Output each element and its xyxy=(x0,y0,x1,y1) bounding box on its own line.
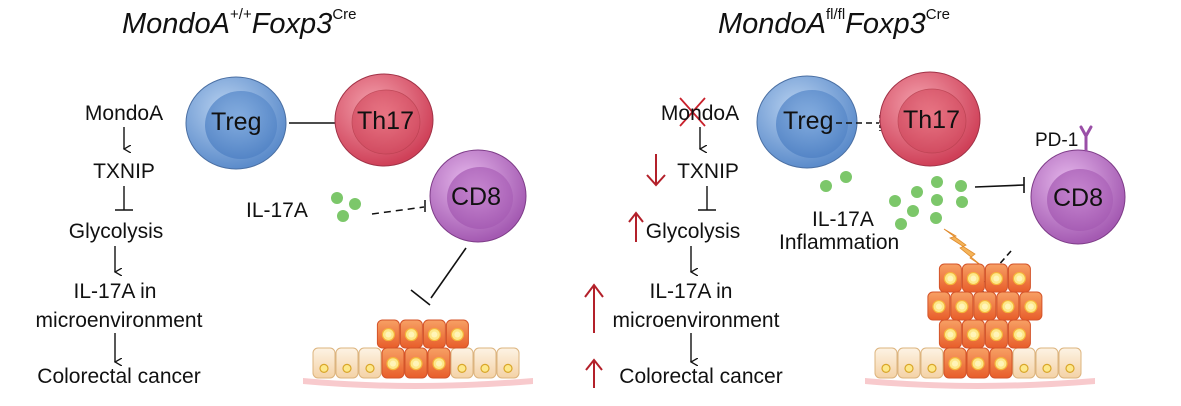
normal-epithelial-cell xyxy=(874,347,898,379)
right-cd8-label: CD8 xyxy=(1053,184,1104,212)
normal-epithelial-cell xyxy=(312,347,336,379)
left-cd8-tumor-inhibition xyxy=(410,247,467,306)
right-il17a-dots xyxy=(820,171,968,230)
tumor-cell xyxy=(989,347,1013,379)
pd1-receptor-icon xyxy=(1079,125,1093,152)
tumor-cell xyxy=(404,347,428,379)
tumor-cell xyxy=(996,291,1020,321)
tumor-cell xyxy=(961,319,985,349)
normal-epithelial-cell xyxy=(920,347,944,379)
left-panel-title: MondoA+/+Foxp3Cre xyxy=(122,6,357,41)
title-driver: Foxp3 xyxy=(845,8,926,40)
tumor-cell xyxy=(984,319,1008,349)
tumor-cell xyxy=(966,347,990,379)
left-il17a-dots xyxy=(331,192,361,222)
il17a-micro-up-arrow-icon xyxy=(584,283,604,333)
tumor-cell xyxy=(1007,319,1031,349)
right-th17-cell xyxy=(879,71,981,167)
left-th17-cell xyxy=(334,73,434,167)
inflammation-lightning-icon xyxy=(943,228,983,267)
normal-epithelial-cell xyxy=(335,347,359,379)
normal-epithelial-cell xyxy=(473,347,497,379)
tumor-cell xyxy=(943,347,967,379)
tumor-cell xyxy=(427,347,451,379)
tumor-cell xyxy=(381,347,405,379)
right-tumor-tissue xyxy=(865,263,1095,389)
tumor-cell xyxy=(938,263,962,293)
left-pathway-mondoa: MondoA xyxy=(84,102,164,125)
left-il17a-cd8-dashed-inhibition xyxy=(371,200,426,215)
tumor-cell xyxy=(927,291,951,321)
pd1-label: PD-1 xyxy=(1035,130,1079,151)
left-treg-label: Treg xyxy=(211,108,262,136)
left-pathway-glycolysis: Glycolysis xyxy=(68,220,164,243)
right-pathway-colorectal-cancer: Colorectal cancer xyxy=(619,365,783,388)
glycolysis-up-arrow-icon xyxy=(628,211,644,242)
left-pathway-il17a-in: IL-17A in xyxy=(73,280,157,303)
inflammation-label: Inflammation xyxy=(779,231,900,254)
normal-epithelial-cell xyxy=(897,347,921,379)
title-allele: +/+ xyxy=(230,6,252,23)
right-il17a-cd8-inhibition xyxy=(974,177,1025,193)
left-pathway-connectors xyxy=(115,127,133,362)
normal-epithelial-cell xyxy=(450,347,474,379)
normal-epithelial-cell xyxy=(358,347,382,379)
right-pathway-connectors xyxy=(691,127,716,362)
tumor-cell xyxy=(1007,263,1031,293)
left-tumor-tissue xyxy=(303,319,533,389)
title-gene: MondoA xyxy=(122,8,231,40)
left-treg-cell xyxy=(185,76,287,170)
title-driver-sup: Cre xyxy=(332,6,357,23)
mondoa-deletion-cross-icon xyxy=(679,97,706,127)
right-treg-cell xyxy=(756,75,858,169)
tumor-cell xyxy=(961,263,985,293)
tumor-cell xyxy=(376,319,400,349)
normal-epithelial-cell xyxy=(1035,347,1059,379)
right-pathway-il17a-in: IL-17A in xyxy=(649,280,733,303)
right-pathway-glycolysis: Glycolysis xyxy=(645,220,741,243)
left-pathway-colorectal-cancer: Colorectal cancer xyxy=(37,365,201,388)
right-change-arrows xyxy=(584,154,666,388)
left-treg-th17-inhibition xyxy=(289,115,338,131)
title-gene: MondoA xyxy=(718,8,827,40)
tumor-cell xyxy=(445,319,469,349)
right-cd8-cell xyxy=(1030,149,1126,245)
normal-epithelial-cell xyxy=(1058,347,1082,379)
tumor-cell xyxy=(938,319,962,349)
title-driver: Foxp3 xyxy=(251,8,333,40)
left-pathway-txnip: TXNIP xyxy=(93,160,155,183)
left-il17a-label: IL-17A xyxy=(246,199,308,222)
left-pathway-microenvironment: microenvironment xyxy=(35,309,203,332)
right-panel-title: MondoAfl/flFoxp3Cre xyxy=(718,6,950,41)
left-cd8-cell xyxy=(429,149,527,243)
basement-membrane xyxy=(303,378,533,389)
left-th17-label: Th17 xyxy=(357,107,414,135)
tumor-cell xyxy=(984,263,1008,293)
right-treg-label: Treg xyxy=(783,107,834,135)
tumor-cell xyxy=(399,319,423,349)
crc-up-arrow-icon xyxy=(585,358,603,388)
right-pathway-txnip: TXNIP xyxy=(677,160,739,183)
tumor-cell xyxy=(950,291,974,321)
left-cd8-label: CD8 xyxy=(451,183,502,211)
right-il17a-label: IL-17A xyxy=(812,208,874,231)
title-allele: fl/fl xyxy=(826,6,846,23)
normal-epithelial-cell xyxy=(496,347,520,379)
normal-epithelial-cell xyxy=(1012,347,1036,379)
tumor-cell xyxy=(422,319,446,349)
tumor-cell xyxy=(973,291,997,321)
title-driver-sup: Cre xyxy=(925,6,950,23)
txnip-down-arrow-icon xyxy=(646,154,666,187)
right-pathway-microenvironment: microenvironment xyxy=(612,309,780,332)
tumor-cell xyxy=(1019,291,1043,321)
right-th17-label: Th17 xyxy=(903,106,960,134)
right-pathway-mondoa: MondoA xyxy=(660,102,740,125)
basement-membrane xyxy=(865,378,1095,389)
